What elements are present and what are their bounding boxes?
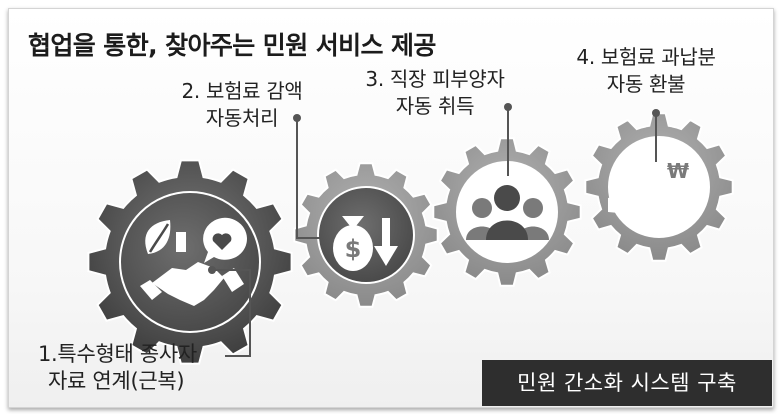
connector-dot-4 bbox=[652, 109, 660, 117]
money-bag-icon: $ bbox=[333, 216, 373, 271]
connector-2 bbox=[296, 118, 320, 239]
heart-bubble-icon bbox=[203, 217, 247, 263]
step-3-line-2: 자동 취득 bbox=[395, 94, 475, 118]
leaf-icon bbox=[145, 220, 186, 254]
gear-4-hub bbox=[608, 136, 710, 238]
gear-1-hub bbox=[119, 191, 261, 333]
people-icon bbox=[466, 185, 549, 240]
step-1-label: 1.특수형태 종사자 자료 연계(근복) bbox=[38, 341, 197, 395]
step-4-label: 4. 보험료 과납분 자동 환불 bbox=[556, 44, 736, 98]
step-1-line-1: 1.특수형태 종사자 bbox=[38, 342, 197, 366]
dollar-sign: $ bbox=[345, 235, 362, 263]
footer-banner: 민원 간소화 시스템 구축 bbox=[482, 360, 772, 406]
gear-4 bbox=[584, 112, 734, 262]
step-2-label: 2. 보험료 감액 자동처리 bbox=[162, 78, 322, 132]
won-sign: ₩ bbox=[667, 159, 689, 183]
connector-dot-2 bbox=[293, 114, 301, 122]
connector-lines bbox=[212, 107, 657, 357]
down-arrow-icon bbox=[374, 218, 398, 266]
connector-dot-3 bbox=[504, 103, 512, 111]
step-3-label: 3. 직장 피부양자 자동 취득 bbox=[350, 66, 520, 120]
connector-dots bbox=[208, 103, 660, 274]
connector-1 bbox=[212, 269, 251, 357]
step-3-line-1: 3. 직장 피부양자 bbox=[365, 67, 505, 91]
step-2-line-1: 2. 보험료 감액 bbox=[181, 79, 303, 103]
page-title: 협업을 통한, 찾아주는 민원 서비스 제공 bbox=[28, 31, 436, 60]
handshake-icon bbox=[140, 262, 244, 306]
won-refund-icon: ₩ bbox=[608, 153, 709, 216]
step-2-line-2: 자동처리 bbox=[205, 106, 279, 130]
step-4-line-2: 자동 환불 bbox=[606, 72, 686, 96]
gear-1 bbox=[87, 159, 293, 365]
step-1-line-2: 자료 연계(근복) bbox=[48, 369, 185, 393]
connector-dot-1 bbox=[208, 266, 216, 274]
step-4-line-1: 4. 보험료 과납분 bbox=[576, 45, 716, 69]
